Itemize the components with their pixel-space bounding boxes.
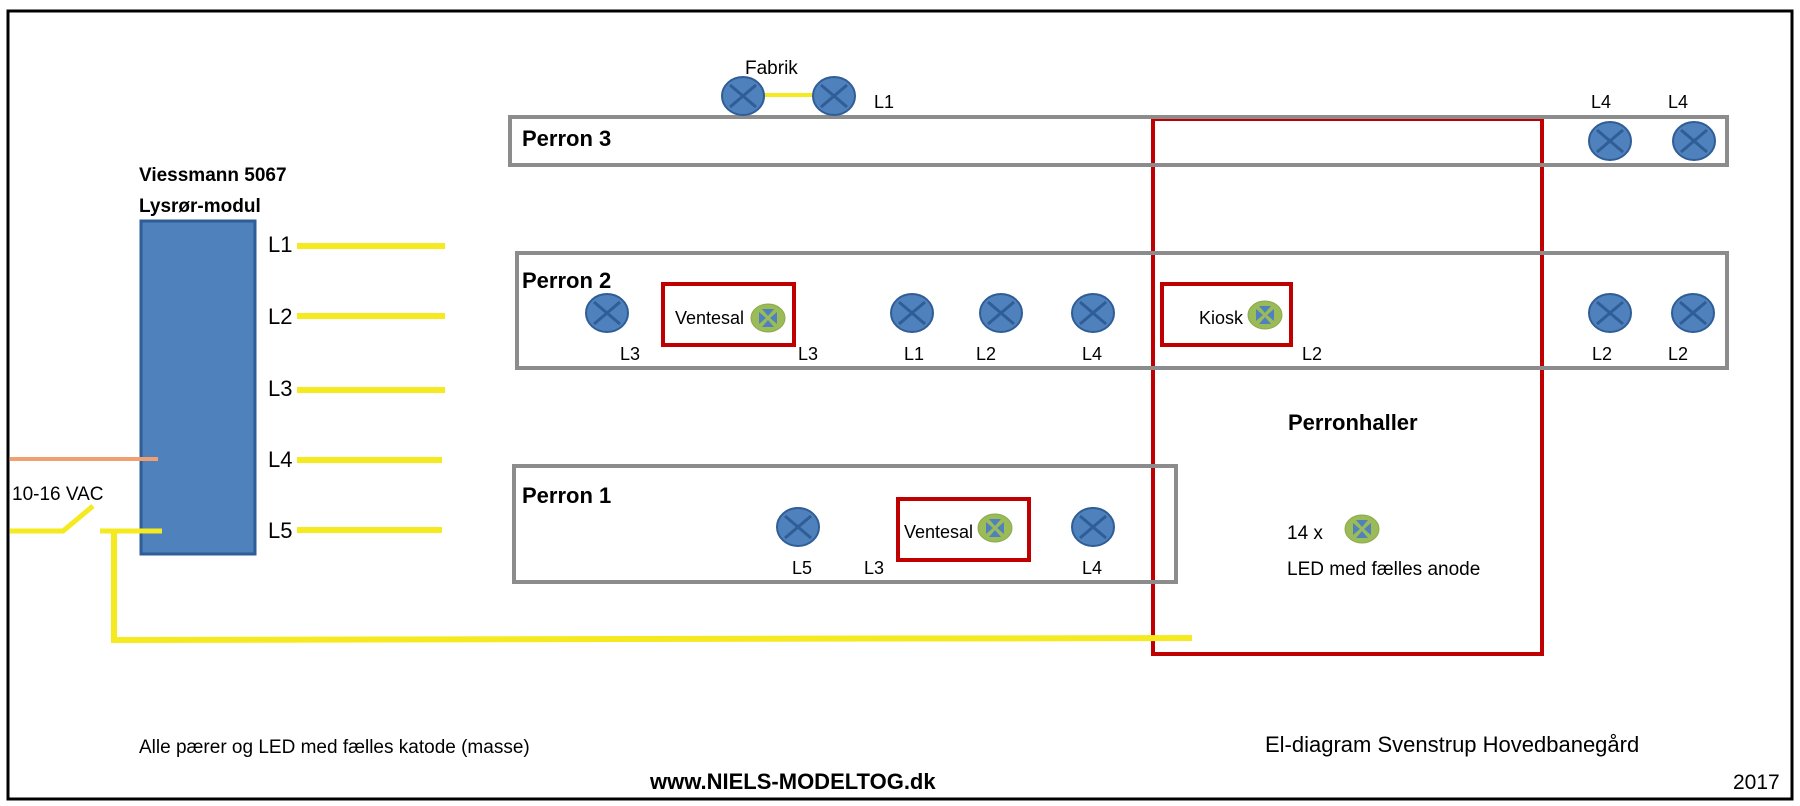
perron2-lamp-3-icon [978,292,1024,334]
diagram-frame [6,9,1794,801]
output-label-l5: L5 [268,518,292,543]
viessmann-module [139,219,257,556]
module-subtitle: Lysrør-modul [139,196,261,217]
perron1-box [512,464,1178,584]
fabrik-lamp-label: L1 [874,92,894,112]
perron2-kiosk-led-icon [1247,300,1283,330]
perron2-lamp-label-3: L1 [904,344,924,364]
perron3-lamp-1-icon [1587,120,1633,162]
perron2-box [515,251,1729,370]
perron2-kiosk-box [1160,282,1293,347]
fabrik-lamp-1-icon [720,75,766,117]
perron2-ventesal-label: Ventesal [675,308,744,328]
perron2-lamp-5-icon [1587,292,1633,334]
perron2-lamp-6-icon [1670,292,1716,334]
perron2-lamp-label-4: L2 [976,344,996,364]
footer-website: www.NIELS-MODELTOG.dk [649,769,936,794]
perron1-ventesal-label: Ventesal [904,522,973,542]
power-switch [10,504,95,534]
perron2-lamp-1-icon [584,292,630,334]
perron2-lamp-label-8: L2 [1668,344,1688,364]
footer-year: 2017 [1733,771,1780,794]
perron2-lamp-label-6: L2 [1302,344,1322,364]
perron3-lamp-label-1: L4 [1591,92,1611,112]
perron2-lamp-label-5: L4 [1082,344,1102,364]
perronhaller-led-icon [1344,514,1380,544]
perronhaller-count: 14 x [1287,523,1323,544]
output-label-l4: L4 [268,447,292,472]
common-return-wire [111,531,1193,644]
fabrik-lamp-2-icon [811,75,857,117]
footer-title: El-diagram Svenstrup Hovedbanegård [1265,732,1639,757]
perron2-ventesal-box [661,282,796,347]
perron2-lamp-2-icon [889,292,935,334]
perron2-title: Perron 2 [522,268,611,293]
perronhaller-led-note: LED med fælles anode [1287,559,1480,580]
perron3-lamp-label-2: L4 [1668,92,1688,112]
perron2-ventesal-led-icon [750,303,786,333]
perron1-lamp-label-2: L3 [864,558,884,578]
perron1-lamp-label-1: L5 [792,558,812,578]
perron1-lamp-label-3: L4 [1082,558,1102,578]
perron2-lamp-4-icon [1070,292,1116,334]
perronhaller-title: Perronhaller [1288,410,1418,435]
fabrik-label: Fabrik [745,58,798,79]
perron2-lamp-label-1: L3 [620,344,640,364]
perron1-lamp-1-icon [775,506,821,548]
perron1-lamp-2-icon [1070,506,1116,548]
perron2-kiosk-label: Kiosk [1199,308,1244,328]
power-label: 10-16 VAC [12,484,104,505]
perron1-ventesal-led-icon [977,513,1013,543]
perron1-ventesal-box [896,497,1031,562]
module-name: Viessmann 5067 [139,165,287,186]
output-label-l3: L3 [268,376,292,401]
perron3-title: Perron 3 [522,126,611,151]
perron3-box [508,115,1729,167]
perron2-lamp-label-2: L3 [798,344,818,364]
perron3-lamp-2-icon [1671,120,1717,162]
perron1-title: Perron 1 [522,483,611,508]
footer-note: Alle pærer og LED med fælles katode (mas… [139,737,530,758]
output-label-l2: L2 [268,304,292,329]
perron2-lamp-label-7: L2 [1592,344,1612,364]
output-label-l1: L1 [268,232,292,257]
